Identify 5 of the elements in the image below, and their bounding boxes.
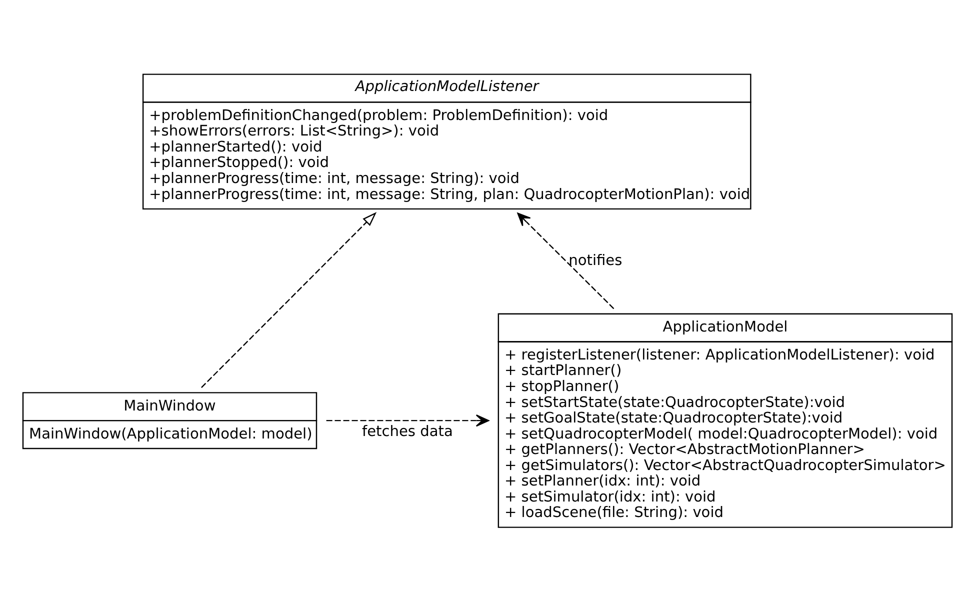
arrow xyxy=(326,414,490,426)
edge-label: notifies xyxy=(568,251,622,268)
edge-label: fetches data xyxy=(362,422,453,440)
arrow xyxy=(517,212,614,309)
arrow xyxy=(201,212,377,388)
